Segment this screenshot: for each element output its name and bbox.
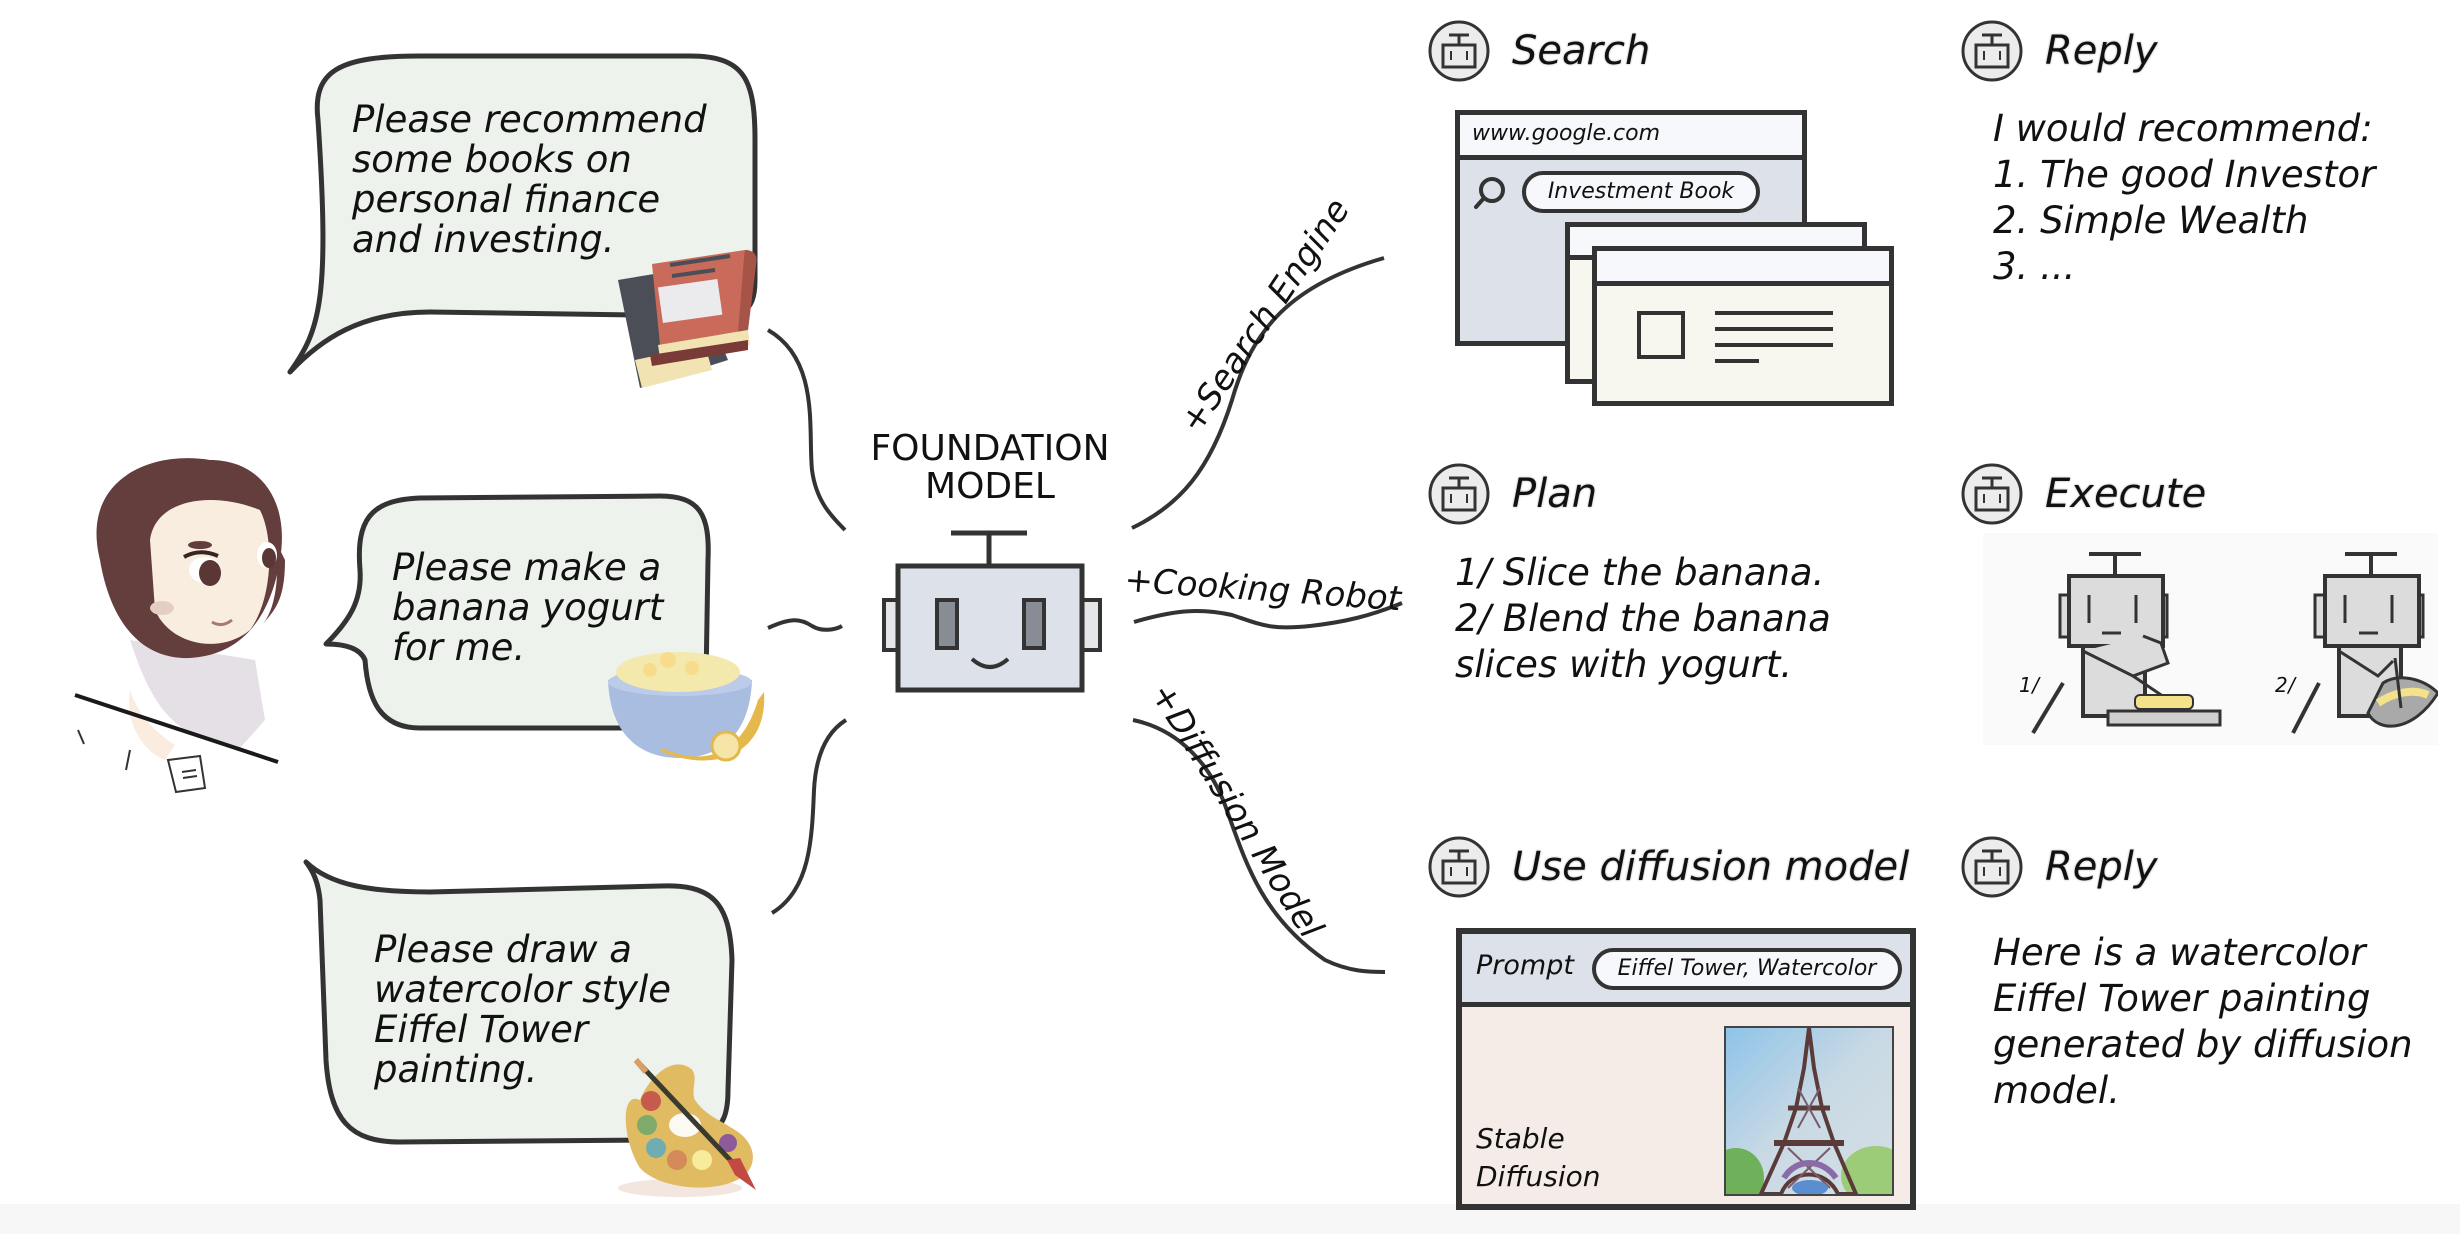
robot-step-icon <box>1428 463 1490 525</box>
step-title: Reply <box>2045 28 2158 74</box>
result-line <box>1715 327 1833 331</box>
robot-blending-icon <box>2291 552 2440 734</box>
eiffel-tower-watercolor-image <box>1724 1026 1894 1196</box>
robot-step-icon <box>1428 836 1490 898</box>
speech-bubble-2 <box>323 493 711 731</box>
user-avatar <box>74 458 285 794</box>
bottom-strip <box>0 1204 2460 1234</box>
reply-text-painting: Here is a watercolor Eiffel Tower painti… <box>1993 931 2413 1112</box>
request-text-3: Please draw a watercolor style Eiffel To… <box>374 928 672 1091</box>
diffusion-prompt-bar: Prompt Eiffel Tower, Watercolor <box>1462 934 1910 1007</box>
step-search-header: Search <box>1428 20 1650 82</box>
connector-request-2 <box>767 618 843 632</box>
robot-step-icon <box>1961 463 2023 525</box>
result-line <box>1715 343 1833 347</box>
result-thumbnail <box>1637 311 1685 359</box>
plan-text: 1/ Slice the banana. 2/ Blend the banana… <box>1455 551 1831 686</box>
result-card-front <box>1592 246 1894 406</box>
step-title: Reply <box>2045 844 2158 890</box>
execute-illustration: 1/ 2/ <box>1983 533 2440 745</box>
step-title: Use diffusion model <box>1512 844 1910 890</box>
step-execute-header: Execute <box>1961 463 2206 525</box>
robot-step-icon <box>1961 836 2023 898</box>
prompt-input: Eiffel Tower, Watercolor <box>1592 948 1902 990</box>
robot-head-icon <box>882 530 1102 693</box>
eiffel-tower-icon <box>1726 1028 1892 1194</box>
step-title: Search <box>1512 28 1651 74</box>
cooking-robot-illustration <box>2031 552 2440 735</box>
branch-line-search <box>1131 256 1385 530</box>
execute-step-1-label: 1/ <box>2019 673 2040 697</box>
branch-line-diffusion <box>1132 718 1386 974</box>
result-line <box>1715 359 1759 363</box>
browser-url: www.google.com <box>1472 121 1661 146</box>
prompt-label: Prompt <box>1476 950 1574 981</box>
step-title: Plan <box>1512 471 1598 517</box>
step-title: Execute <box>2045 471 2207 517</box>
banana-yogurt-bowl-icon <box>608 652 765 762</box>
connector-request-3 <box>770 718 848 915</box>
connector-request-1 <box>766 328 847 532</box>
step-reply-3-header: Reply <box>1961 836 2158 898</box>
paint-palette-icon <box>618 1058 756 1197</box>
step-diffusion-header: Use diffusion model <box>1428 836 1909 898</box>
request-text-1: Please recommend some books on personal … <box>352 98 707 261</box>
robot-slicing-icon <box>2031 552 2222 735</box>
execute-step-2-label: 2/ <box>2275 673 2296 697</box>
branch-line-cooking <box>1133 601 1403 630</box>
search-icon <box>1474 177 1505 209</box>
books-icon <box>618 250 757 388</box>
step-reply-1-header: Reply <box>1961 20 2158 82</box>
robot-step-icon <box>1961 20 2023 82</box>
diffusion-panel: Prompt Eiffel Tower, Watercolor Stable D… <box>1456 928 1916 1210</box>
reply-text-books: I would recommend: 1. The good Investor … <box>1993 107 2376 288</box>
step-plan-header: Plan <box>1428 463 1597 525</box>
foundation-model-title: FOUNDATION MODEL <box>870 428 1110 507</box>
result-line <box>1715 311 1833 315</box>
request-text-2: Please make a banana yogurt for me. <box>392 546 664 669</box>
search-query-pill: Investment Book <box>1522 171 1760 213</box>
result-card-front-bar <box>1597 251 1889 286</box>
model-name-label: Stable Diffusion <box>1476 1122 1601 1193</box>
browser-address-bar: www.google.com <box>1460 115 1802 160</box>
robot-step-icon <box>1428 20 1490 82</box>
